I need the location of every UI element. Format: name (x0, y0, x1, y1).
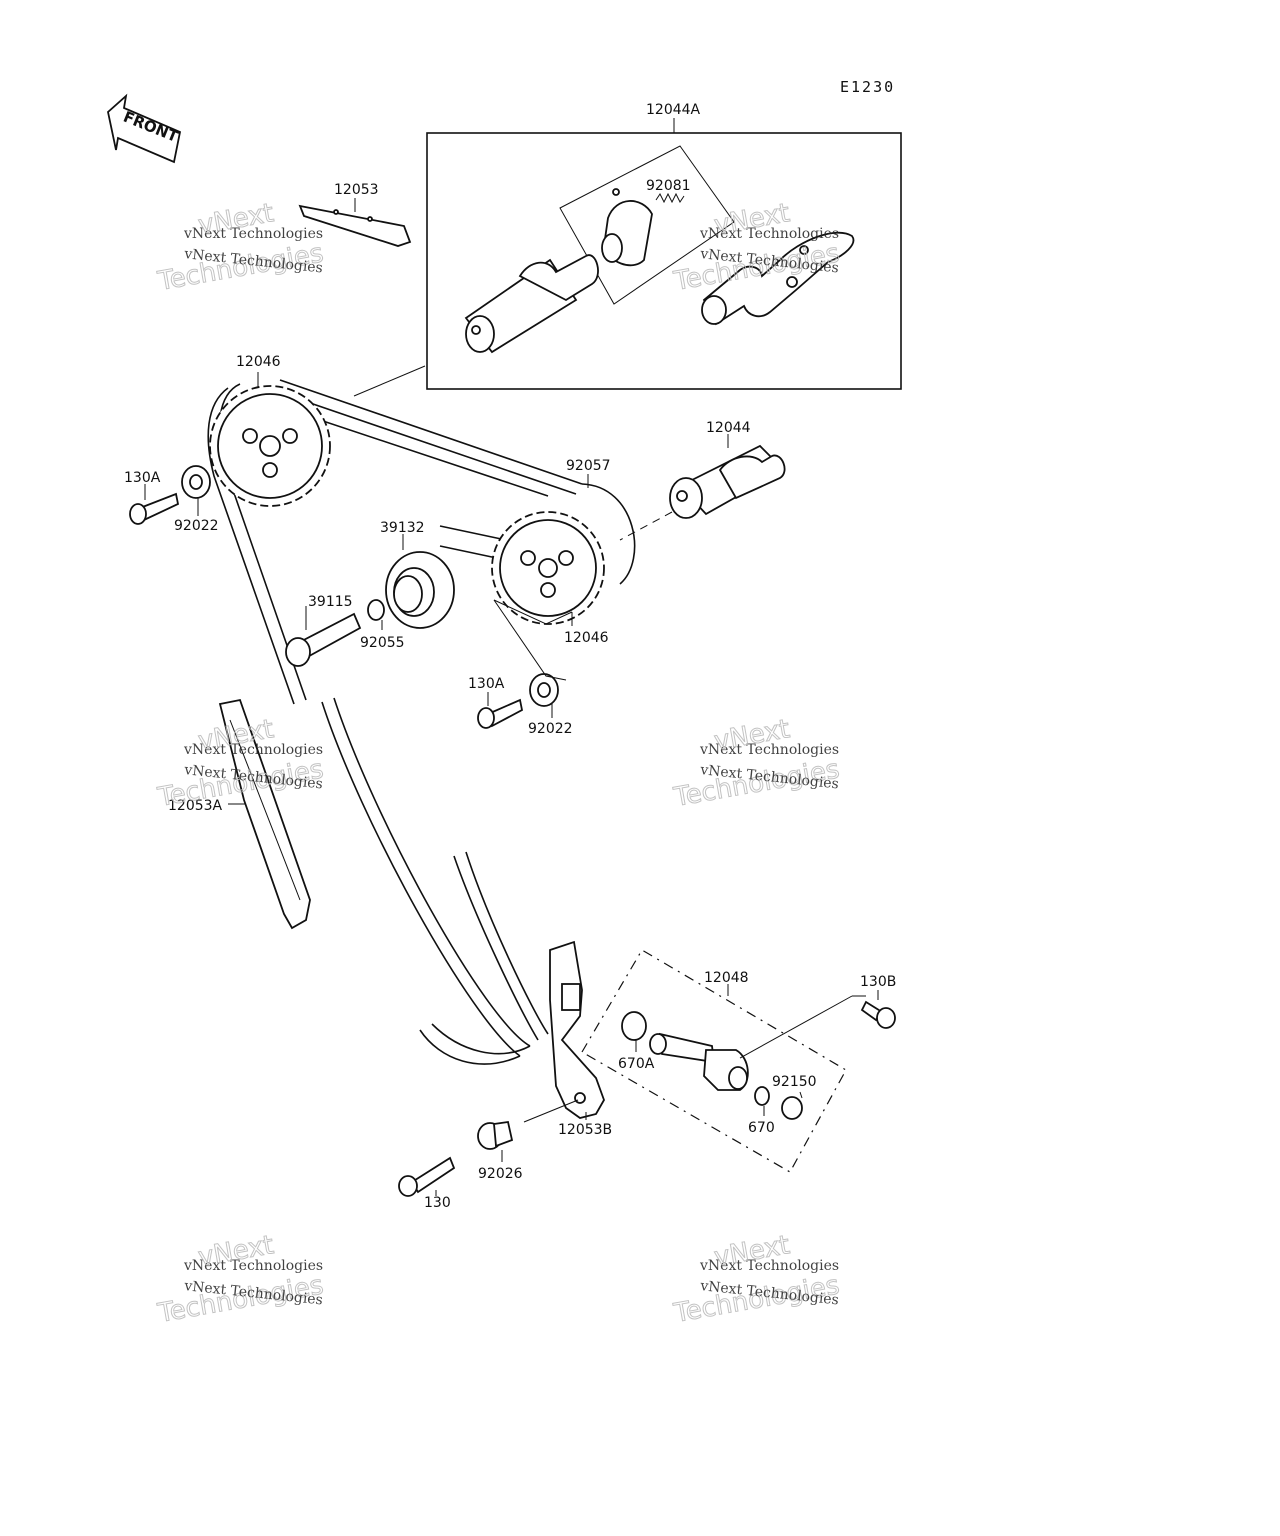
label-92081: 92081 (646, 178, 691, 194)
label-92026: 92026 (478, 1166, 523, 1182)
watermark-1: vNext Technologies vNext Technologies vN… (155, 198, 327, 298)
sprocket-lower-12046 (491, 511, 605, 626)
label-12053: 12053 (334, 182, 379, 198)
oring-92055 (367, 599, 385, 630)
chain-guide-upper-12053 (298, 198, 412, 247)
label-92055: 92055 (360, 635, 405, 651)
label-39115: 39115 (308, 594, 353, 610)
collar-92026 (477, 1120, 514, 1162)
label-130B: 130B (860, 974, 896, 990)
oring-670A (621, 1011, 647, 1041)
tensioner-box-12048 (581, 949, 866, 1173)
label-12053B: 12053B (558, 1122, 612, 1138)
camshaft-12044 (619, 434, 786, 541)
svg-text:vNext Technologies: vNext Technologies (183, 742, 323, 758)
cam-chain-92057 (207, 379, 636, 1065)
label-12046-top: 12046 (236, 354, 281, 370)
watermark-6: vNext Technologies vNext Technologies vN… (671, 1230, 843, 1330)
label-39132: 39132 (380, 520, 425, 536)
bolt-130 (398, 1156, 456, 1197)
svg-text:vNext Technologies: vNext Technologies (699, 226, 839, 242)
label-12048: 12048 (704, 970, 749, 986)
svg-text:vNext Technologies: vNext Technologies (183, 226, 323, 242)
label-670: 670 (748, 1120, 775, 1136)
label-130A-bottom: 130A (468, 676, 505, 692)
camshaft-assembly-box (426, 118, 902, 390)
label-12044: 12044 (706, 420, 751, 436)
label-92022-bottom: 92022 (528, 721, 573, 737)
spring-92081 (655, 192, 685, 204)
svg-text:vNext Technologies: vNext Technologies (699, 1258, 839, 1274)
camshaft-12044A (464, 254, 599, 354)
decompressor-lever (701, 231, 855, 326)
label-130: 130 (424, 1195, 451, 1211)
front-arrow-icon: FRONT (107, 93, 181, 164)
svg-text:vNext Technologies: vNext Technologies (699, 742, 839, 758)
label-670A: 670A (618, 1056, 655, 1072)
label-92057: 92057 (566, 458, 611, 474)
tensioner-guide-12053B (523, 940, 605, 1123)
idler-sprocket-39132 (385, 534, 455, 629)
bolt-130B (860, 990, 896, 1029)
oring-670 (754, 1086, 770, 1106)
decompressor-weight (601, 188, 653, 267)
shaft-39115 (285, 606, 362, 667)
sprocket-upper-12046 (209, 372, 331, 507)
chain-guide-12053A (218, 698, 311, 930)
watermark-5: vNext Technologies vNext Technologies vN… (155, 1230, 327, 1330)
washer-92022-bottom (493, 599, 573, 718)
label-12053A: 12053A (168, 798, 223, 814)
label-92022-top: 92022 (174, 518, 219, 534)
washer-92022-top (144, 465, 211, 516)
figure-code: E1230 (840, 78, 895, 96)
bolt-92150 (781, 1091, 803, 1120)
bolt-130A-top (129, 492, 180, 525)
svg-text:vNext Technologies: vNext Technologies (183, 1258, 323, 1274)
tensioner-12048 (649, 1032, 749, 1091)
label-130A-top: 130A (124, 470, 161, 486)
watermark-4: vNext Technologies vNext Technologies vN… (671, 714, 843, 814)
label-92150: 92150 (772, 1074, 817, 1090)
bolt-130A-bottom (477, 692, 524, 729)
label-12046-bottom: 12046 (564, 630, 609, 646)
label-12044A: 12044A (646, 102, 701, 118)
